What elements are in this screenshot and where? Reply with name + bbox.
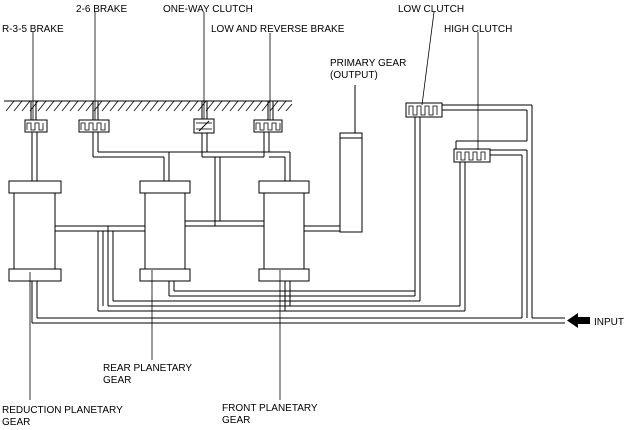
brake-26-symbol	[78, 101, 110, 157]
r35-brake-symbol	[24, 101, 48, 183]
low-clutch-label: LOW CLUTCH	[398, 4, 465, 15]
leader-lines	[29, 11, 479, 400]
primary-gear-output	[339, 85, 363, 233]
high-clutch-label: HIGH CLUTCH	[444, 24, 513, 35]
rear-planetary-gear	[139, 180, 191, 282]
primary-gear-output-label: (OUTPUT)	[330, 70, 378, 81]
primary-gear-label: PRIMARY GEAR	[330, 58, 407, 69]
reduction-planetary-gear	[8, 180, 62, 282]
front-planetary-gear	[258, 180, 310, 282]
high-clutch-symbol	[453, 140, 527, 311]
transmission-housing	[4, 100, 293, 112]
input-label: INPUT	[594, 317, 624, 328]
reduction-planetary-label: REDUCTION PLANETARY	[2, 405, 123, 416]
reduction-planetary-label-2: GEAR	[2, 417, 31, 428]
gear-shafts	[55, 220, 340, 232]
rear-planetary-label-2: GEAR	[103, 375, 132, 386]
low-reverse-brake-label: LOW AND REVERSE BRAKE	[211, 24, 345, 35]
brake-26-label: 2-6 BRAKE	[76, 4, 128, 15]
one-way-clutch-label: ONE-WAY CLUTCH	[163, 4, 253, 15]
low-reverse-brake-symbol	[253, 101, 283, 157]
low-clutch-symbol	[405, 102, 532, 301]
brake-links	[93, 151, 291, 226]
front-planetary-label: FRONT PLANETARY	[222, 403, 318, 414]
rear-planetary-label: REAR PLANETARY	[103, 363, 193, 374]
input-arrow-icon	[567, 313, 590, 328]
front-planetary-label-2: GEAR	[222, 415, 251, 426]
r35-brake-label: R-3-5 BRAKE	[2, 24, 64, 35]
input-drum	[521, 105, 533, 318]
lower-routing	[31, 226, 565, 324]
